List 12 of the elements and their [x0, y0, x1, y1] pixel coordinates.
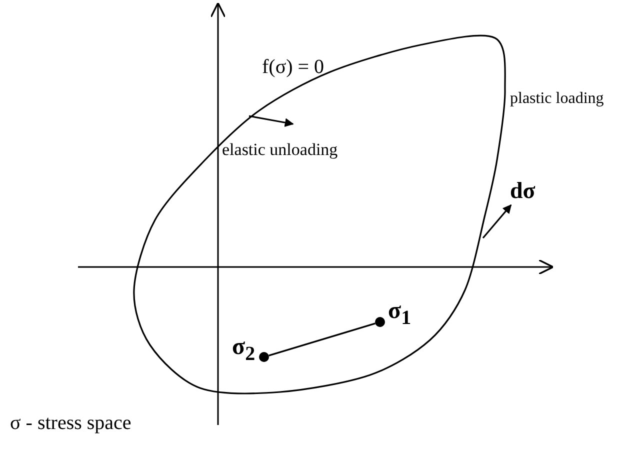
arrow [482, 204, 512, 239]
stress-point [259, 352, 269, 362]
curve-label: f(σ) = 0 [262, 56, 324, 78]
annotation-text: plastic loading [510, 90, 604, 108]
connector-line [268, 322, 376, 356]
arrow [248, 115, 294, 127]
caption-text: σ - stress space [10, 412, 132, 434]
edge-label: dσ [510, 178, 536, 204]
point-label: σ$_{1}$ [388, 298, 412, 329]
point-label: σ$_{2}$ [232, 334, 256, 365]
stress-point [375, 317, 385, 327]
edge-label: elastic unloading [222, 141, 338, 160]
